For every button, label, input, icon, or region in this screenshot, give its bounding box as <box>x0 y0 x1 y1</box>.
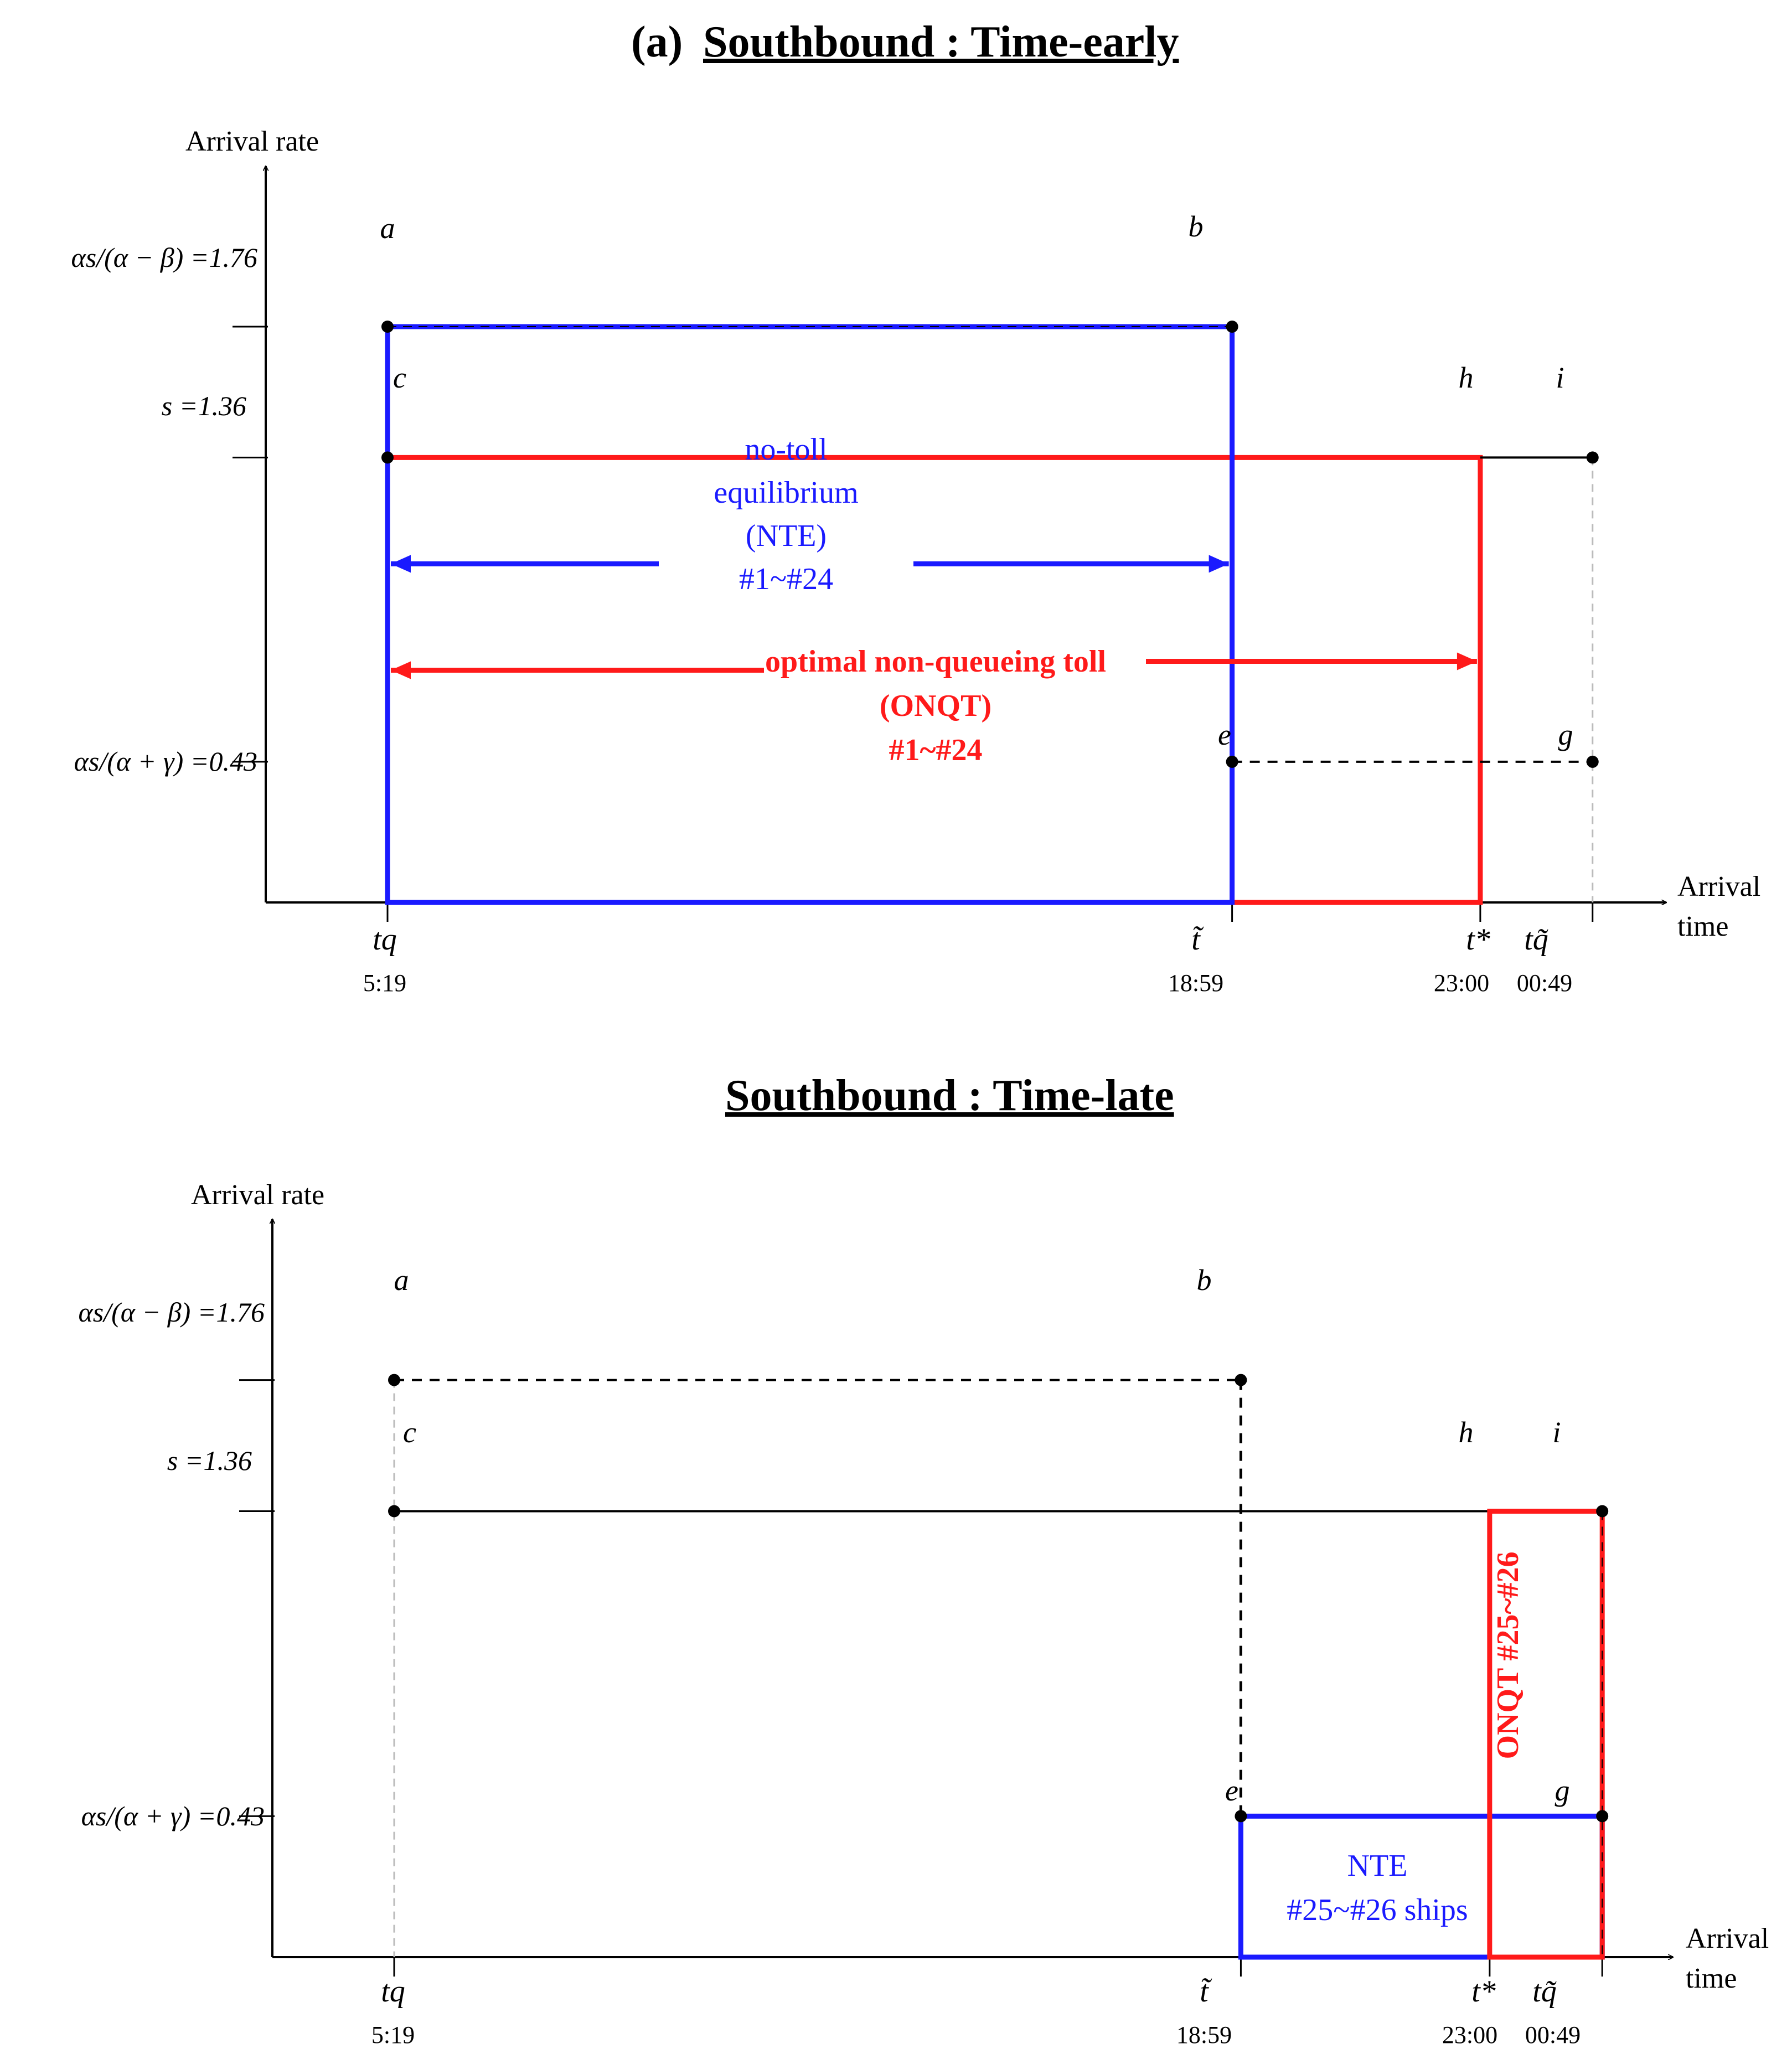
onqt-arrow-right-head <box>1457 652 1477 670</box>
point-i: i <box>1556 361 1564 394</box>
x-time-tq-tilde: 00:49 <box>1517 969 1572 997</box>
onqt-label-top: optimal non-queueing toll (ONQT) #1~#24 <box>765 644 1106 767</box>
panel-label: (a) <box>631 18 683 66</box>
x-symbol-t-star: t* <box>1466 922 1490 957</box>
x-symbol-t-star: t* <box>1471 1974 1496 2009</box>
point-g: g <box>1555 1774 1570 1807</box>
dot-g <box>1586 755 1599 768</box>
nte-label-line2: #25~#26 ships <box>1287 1893 1468 1927</box>
dot-g <box>1596 1810 1609 1823</box>
x-axis-title-line1: Arrival <box>1686 1923 1769 1954</box>
nte-label-line1: NTE <box>1347 1849 1408 1883</box>
x-symbol-tq: tq <box>381 1974 405 2009</box>
x-symbol-tq-tilde: tq̃ <box>1524 922 1548 957</box>
point-h: h <box>1459 1416 1474 1449</box>
top-panel-shapes <box>233 166 1666 922</box>
y-tick-label-low: αs/(α + γ) =0.43 <box>81 1800 265 1831</box>
y-tick-label-high: αs/(α − β) =1.76 <box>78 1297 265 1328</box>
x-symbol-t-tilde: t̃ <box>1200 1974 1212 2009</box>
nte-arrow-right-head <box>1209 555 1229 573</box>
point-e: e <box>1225 1774 1238 1807</box>
x-axis-title-line2: time <box>1677 911 1728 942</box>
onqt-label-line3: #1~#24 <box>889 733 982 767</box>
x-time-t-star: 23:00 <box>1442 2021 1497 2048</box>
dot-i <box>1586 451 1599 464</box>
x-symbol-tq: tq <box>373 922 397 957</box>
x-time-t-star: 23:00 <box>1434 969 1489 997</box>
y-tick-label-s: s =1.36 <box>162 390 246 421</box>
x-axis-title-line1: Arrival <box>1677 871 1760 902</box>
nte-label-line1: no-toll <box>745 432 827 467</box>
point-b: b <box>1189 210 1204 243</box>
dot-c <box>388 1505 400 1518</box>
x-time-tq: 5:19 <box>371 2021 415 2048</box>
x-time-tq: 5:19 <box>363 969 406 997</box>
nte-arrow-left-head <box>391 555 411 573</box>
point-i: i <box>1552 1416 1561 1449</box>
onqt-label-line1: optimal non-queueing toll <box>765 644 1106 679</box>
onqt-label-line2: (ONQT) <box>880 689 991 723</box>
y-tick-label-s: s =1.36 <box>167 1445 252 1476</box>
nte-label-bottom: NTE #25~#26 ships <box>1287 1849 1468 1927</box>
onqt-arrow-left-head <box>391 661 411 679</box>
x-time-t-tilde: 18:59 <box>1176 2021 1232 2048</box>
point-c: c <box>403 1416 416 1449</box>
panel-time-early: (a) Southbound : Time-early Arrival rate… <box>71 18 1760 997</box>
panel-title: Southbound : Time-early <box>703 18 1179 66</box>
x-axis-title-line2: time <box>1686 1963 1737 1994</box>
dot-e <box>1235 1810 1247 1823</box>
onqt-label-bottom: ONQT #25~#26 <box>1491 1551 1525 1759</box>
point-b: b <box>1197 1263 1212 1297</box>
panel-title: Southbound : Time-late <box>725 1071 1174 1120</box>
nte-label-line4: #1~#24 <box>739 562 833 596</box>
nte-label-line2: equilibrium <box>714 476 858 510</box>
dot-b <box>1235 1374 1247 1386</box>
y-tick-label-high: αs/(α − β) =1.76 <box>71 242 257 273</box>
x-time-t-tilde: 18:59 <box>1168 969 1223 997</box>
x-time-tq-tilde: 00:49 <box>1525 2021 1581 2048</box>
point-g: g <box>1558 718 1573 751</box>
panel-time-late: Southbound : Time-late Arrival rate Arri… <box>78 1071 1769 2048</box>
point-c: c <box>393 361 406 394</box>
y-axis-title: Arrival rate <box>191 1179 324 1211</box>
dot-c <box>381 451 394 464</box>
onqt-region <box>385 455 1483 905</box>
bottom-panel-shapes <box>239 1219 1673 1977</box>
nte-region <box>385 324 1235 905</box>
nte-label-line3: (NTE) <box>746 519 827 553</box>
point-h: h <box>1459 361 1474 394</box>
dot-a <box>388 1374 400 1386</box>
y-axis-title: Arrival rate <box>185 126 319 157</box>
point-a: a <box>380 211 395 245</box>
y-tick-label-low: αs/(α + γ) =0.43 <box>74 746 257 777</box>
point-e: e <box>1218 718 1231 751</box>
x-symbol-tq-tilde: tq̃ <box>1532 1974 1557 2009</box>
dot-e <box>1226 755 1238 768</box>
nte-region <box>1238 1813 1605 1960</box>
point-a: a <box>394 1263 409 1297</box>
nte-label-top: no-toll equilibrium (NTE) #1~#24 <box>714 432 858 596</box>
dot-a <box>381 321 394 333</box>
x-symbol-t-tilde: t̃ <box>1191 922 1204 957</box>
dot-i <box>1596 1505 1609 1518</box>
dot-b <box>1226 321 1238 333</box>
